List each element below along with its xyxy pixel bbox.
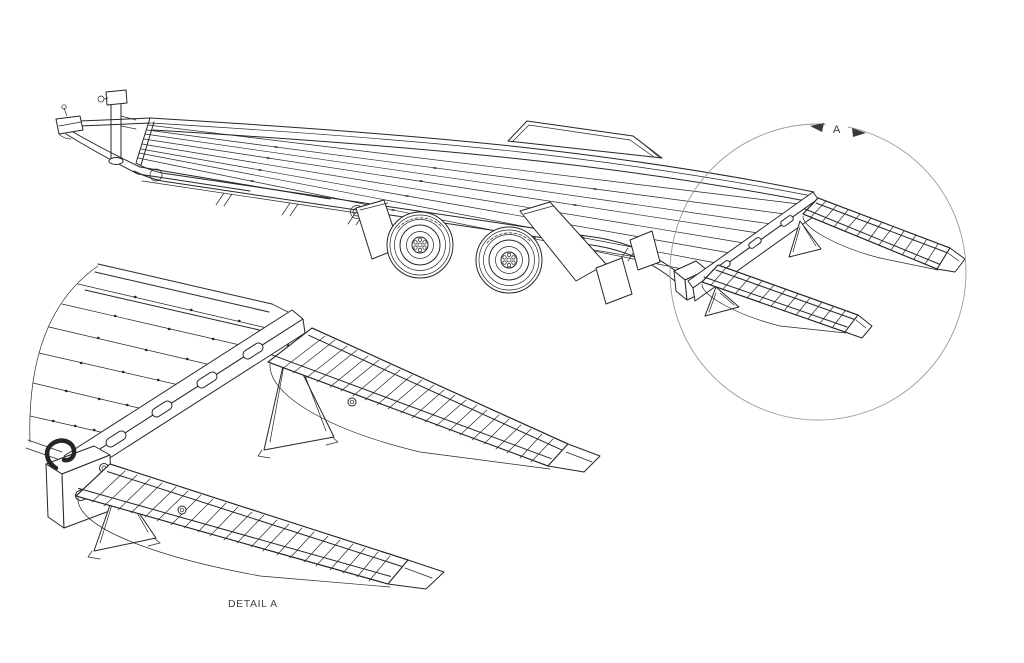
wheel-2 [475,226,543,294]
ramp-stand-near [704,286,740,317]
detail-ramp-far [267,327,601,473]
deck-planks [137,124,800,274]
detail-ramp-stand-far [257,343,339,459]
lug-nuts [413,237,427,253]
detail-ramp-near [75,463,445,590]
ramp-bolt [177,505,187,515]
lug-nuts [502,252,516,268]
hinge-knuckle [242,342,264,360]
detail-deck-planks [25,283,268,461]
hinge-knuckle [780,215,794,227]
ramp-stand-far [788,220,822,258]
detail-callout-label: A [833,124,841,136]
detail-callout: A [669,118,967,421]
loading-ramp-far [802,197,966,273]
loading-ramp-near [701,264,873,339]
ramp-bolt [347,397,357,407]
detail-clip-arc [29,265,99,443]
fender-rear-plate [519,201,661,305]
detail-caption: DETAIL A [228,598,278,610]
hinge-knuckle [105,430,127,448]
tongue-jack [97,89,137,165]
hinge-knuckle [151,400,173,418]
detail-view-a: DETAIL A [25,263,601,610]
trailer-frame [133,117,815,290]
detail-side-rail [84,263,291,337]
wheel-1 [386,211,454,279]
rear-bracket [629,230,661,271]
trailer-tongue [55,104,331,200]
callout-label-backing [826,118,848,134]
hinge-knuckle [196,371,218,389]
main-isometric-view [55,89,966,339]
detail-deck-screws [51,295,241,432]
mud-flap [595,257,633,305]
detail-callout-circle [669,123,967,421]
hinge-knuckle [748,237,762,249]
callout-arrow-right-icon [852,128,866,137]
far-fender-box [507,120,663,159]
tie-down-hook [44,438,77,471]
callout-arrow-left-icon [810,123,824,132]
